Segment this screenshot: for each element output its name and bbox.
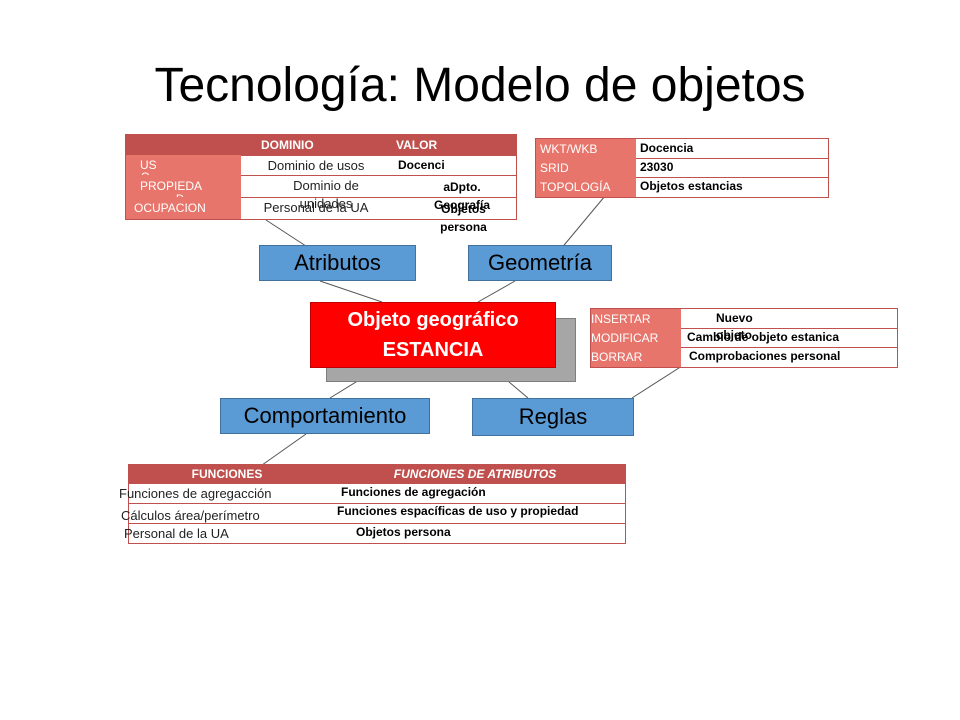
atributos-row: OCUPACION Personal de la UA Objetos pers… [126,197,516,234]
geometria-row-value: 23030 [640,160,674,174]
atributos-row-valor: Docenci [398,158,445,172]
comportamiento-header-row: FUNCIONES FUNCIONES DE ATRIBUTOS [129,465,625,484]
objeto-title: Objeto geográfico [347,309,519,331]
geometria-row-key: SRID [536,158,636,177]
geometria-row: SRID 23030 [536,158,828,178]
reglas-table: INSERTAR Nuevo objeto MODIFICAR Cambio d… [590,308,898,368]
objeto-geografico-box: Objeto geográfico ESTANCIA [310,302,556,368]
geometria-row: TOPOLOGÍA Objetos estancias [536,177,828,197]
geometria-table: WKT/WKB Docencia SRID 23030 TOPOLOGÍA Ob… [535,138,829,198]
comportamiento-header-atributos: FUNCIONES DE ATRIBUTOS [325,465,625,483]
atributos-row-valor: aDpto. Geografía [433,180,490,212]
atributos-row-valor: Objetos persona [440,202,487,234]
atributos-row-dominio: Dominio de usos [267,158,365,173]
reglas-row: MODIFICAR Cambio de objeto estanica [591,328,897,348]
atributos-row-name-text: OCUPACION [134,201,206,215]
atributos-box: Atributos [259,245,416,281]
comportamiento-row-funcion: Funciones de agregacción [119,486,272,501]
reglas-row-key: BORRAR [591,347,681,367]
comportamiento-row-funcion: Personal de la UA [124,526,229,541]
reglas-row-value: Comprobaciones personal [689,349,841,363]
comportamiento-row-atributo: Objetos persona [356,525,451,539]
reglas-row-value: Nuevo objeto [716,311,753,342]
objeto-subtitle: ESTANCIA [382,339,484,361]
atributos-header-valor: VALOR [391,135,516,155]
atributos-row-name-text: US [140,158,157,172]
geometria-row: WKT/WKB Docencia [536,139,828,159]
connector-geometria-objeto [477,280,516,303]
comportamiento-table: FUNCIONES FUNCIONES DE ATRIBUTOS Funcion… [119,464,626,544]
geometria-box: Geometría [468,245,612,281]
reglas-row-key: INSERTAR [591,309,681,328]
comportamiento-row: Personal de la UA Objetos persona [124,523,625,543]
connector-atributos-objeto [319,280,383,303]
comportamiento-row-funcion: Cálculos área/perímetro [121,508,260,523]
atributos-row: USO Dominio de usos Docenci [126,155,516,183]
geometria-row-key: TOPOLOGÍA [536,177,636,197]
atributos-row-name: USO [126,155,241,183]
slide-title: Tecnología: Modelo de objetos [154,59,806,112]
atributos-row-name: OCUPACION [126,197,241,219]
comportamiento-header-funciones: FUNCIONES [129,465,325,483]
reglas-row: INSERTAR Nuevo objeto [591,309,897,342]
reglas-box: Reglas [472,398,634,436]
atributos-row-dominio: Dominio de unidades [293,178,359,211]
reglas-row-key: MODIFICAR [591,328,681,347]
connector-reglas-table [631,365,683,399]
connector-geometria-table [559,195,606,251]
atributos-header-row: DOMINIO VALOR [126,135,516,156]
atributos-header-blank [126,135,241,155]
geometria-row-key: WKT/WKB [536,139,636,158]
atributos-row-name-text: PROPIEDA [140,179,203,193]
reglas-row: BORRAR Comprobaciones personal [591,347,897,367]
reglas-row-value: Cambio de objeto estanica [687,330,840,344]
comportamiento-row: Funciones de agregacción Funciones de ag… [119,483,625,504]
comportamiento-box: Comportamiento [220,398,430,434]
geometria-row-value: Docencia [640,141,694,155]
atributos-table: DOMINIO VALOR USO Dominio de usos Docenc… [125,134,517,234]
atributos-header-dominio: DOMINIO [241,135,391,155]
atributos-row-dominio: Personal de la UA [263,200,369,215]
comportamiento-row-atributo: Funciones de agregación [341,485,486,499]
geometria-row-value: Objetos estancias [640,179,743,193]
comportamiento-row-atributo: Funciones espacíficas de uso y propiedad [337,504,579,518]
comportamiento-row: Cálculos área/perímetro Funciones espací… [121,503,625,524]
